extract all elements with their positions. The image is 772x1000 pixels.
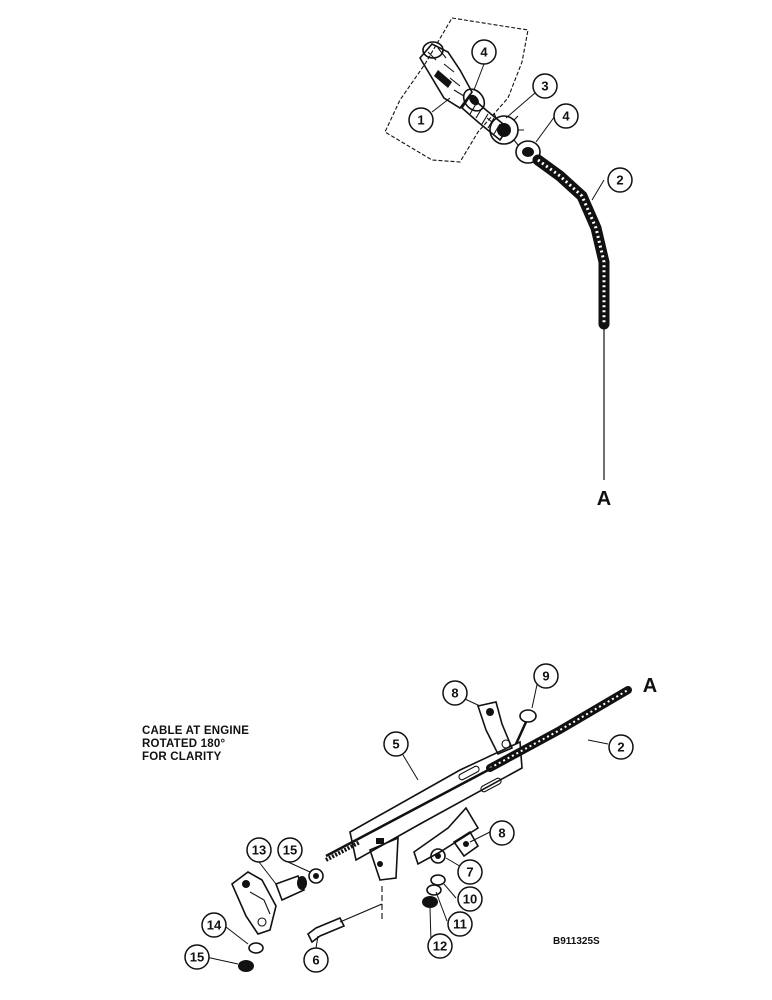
note-line-1: CABLE AT ENGINE xyxy=(142,725,249,737)
cable-housing-bottom xyxy=(325,686,632,862)
callout-1: 1 xyxy=(408,107,434,133)
callout-12-label: 12 xyxy=(433,939,447,954)
threaded-shank xyxy=(460,94,510,142)
callout-5: 5 xyxy=(383,731,409,757)
callout-7-label: 7 xyxy=(466,865,473,880)
callout-10: 10 xyxy=(457,886,483,912)
orientation-note: CABLE AT ENGINE ROTATED 180° FOR CLARITY xyxy=(142,725,249,763)
callout-7: 7 xyxy=(457,859,483,885)
lock-nut-lower xyxy=(238,960,254,972)
callout-4-upper: 4 xyxy=(471,39,497,65)
dash-panel-section xyxy=(384,17,529,163)
note-line-2: ROTATED 180° xyxy=(142,738,225,750)
callout-8-upper: 8 xyxy=(442,680,468,706)
callout-4-lower: 4 xyxy=(553,103,579,129)
mounting-nut-upper xyxy=(462,88,486,112)
callout-3-label: 3 xyxy=(541,79,548,94)
callout-8-lower-label: 8 xyxy=(498,826,505,841)
reference-a-top: A xyxy=(597,488,611,510)
lock-washer xyxy=(486,112,524,146)
callout-15-upper-label: 15 xyxy=(283,843,297,858)
engine-bracket xyxy=(349,740,523,881)
callout-14: 14 xyxy=(201,912,227,938)
callout-9: 9 xyxy=(533,663,559,689)
callout-8-lower: 8 xyxy=(489,820,515,846)
callout-14-label: 14 xyxy=(207,918,222,933)
callout-8-upper-label: 8 xyxy=(451,686,458,701)
callout-10-label: 10 xyxy=(463,892,477,907)
callout-13: 13 xyxy=(246,837,272,863)
callout-4-upper-label: 4 xyxy=(480,45,488,60)
cable-housing-top xyxy=(532,154,610,480)
callout-2-top: 2 xyxy=(607,167,633,193)
callout-2-bottom: 2 xyxy=(608,734,634,760)
callout-12: 12 xyxy=(427,933,453,959)
cable-core-bottom xyxy=(325,766,493,858)
callout-2-top-label: 2 xyxy=(616,173,623,188)
clamp-bolt xyxy=(514,709,537,745)
cable-clamp xyxy=(476,701,514,756)
callout-9-label: 9 xyxy=(542,669,549,684)
hardware-stack xyxy=(422,848,446,908)
callout-13-label: 13 xyxy=(252,843,266,858)
callout-6: 6 xyxy=(303,947,329,973)
reference-a-bottom: A xyxy=(643,675,657,697)
figure-code: B911325S xyxy=(553,936,600,947)
throttle-lever xyxy=(231,871,277,935)
note-line-3: FOR CLARITY xyxy=(142,751,222,763)
callout-4-lower-label: 4 xyxy=(562,109,570,124)
swivel-connector xyxy=(274,874,307,902)
dash-panel-outline xyxy=(384,17,529,163)
lock-nut-upper xyxy=(308,868,324,884)
callout-1-label: 1 xyxy=(417,113,424,128)
callout-6-label: 6 xyxy=(312,953,319,968)
callout-15-lower: 15 xyxy=(184,944,210,970)
washer-lower xyxy=(248,942,264,954)
lower-clamp xyxy=(452,830,480,858)
callout-3: 3 xyxy=(532,73,558,99)
mounting-nut-lower xyxy=(515,140,541,164)
bracket-bolt xyxy=(306,886,383,944)
callout-15-lower-label: 15 xyxy=(190,950,204,965)
callout-2-bottom-label: 2 xyxy=(617,740,624,755)
callout-5-label: 5 xyxy=(392,737,399,752)
leader-lines xyxy=(205,63,609,965)
control-knob xyxy=(419,41,473,110)
callout-15-upper: 15 xyxy=(277,837,303,863)
callout-11-label: 11 xyxy=(453,917,467,932)
callout-11: 11 xyxy=(447,911,473,937)
